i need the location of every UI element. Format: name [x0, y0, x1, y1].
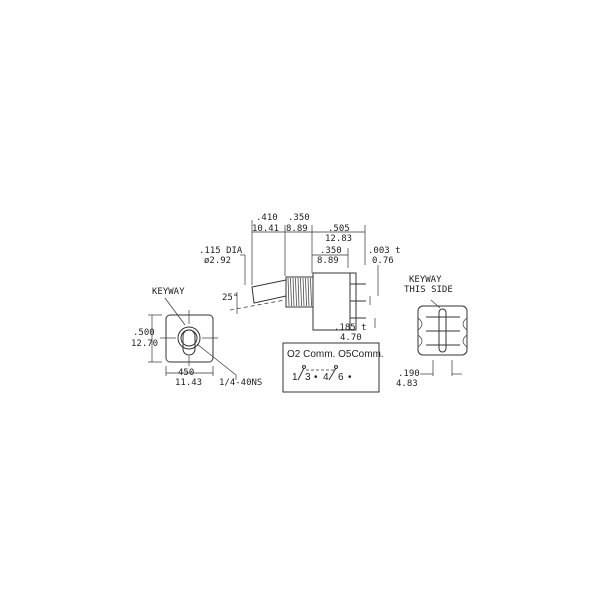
- toggle-lever: [182, 329, 196, 356]
- rear-body: [417, 305, 468, 356]
- height-mm: 12.70: [131, 339, 158, 349]
- schematic-header: O2 Comm. O5Comm.: [287, 349, 384, 360]
- keyway-label: KEYWAY: [409, 275, 442, 285]
- pitch-in: .190: [398, 369, 420, 379]
- terminal-dot: •: [314, 372, 318, 383]
- thread-line: [302, 277, 305, 307]
- overall-length-in: .505: [328, 224, 350, 234]
- thread-line: [295, 277, 297, 307]
- front-body: [165, 314, 214, 363]
- thread-lines: [287, 277, 312, 307]
- terminal-1: 1: [292, 372, 298, 383]
- thread-line: [290, 277, 292, 307]
- keyway-label: KEYWAY: [152, 287, 185, 297]
- thread-leader: [196, 343, 237, 376]
- thread-line: [287, 277, 290, 307]
- terminal-spacing-in: .185 t: [334, 323, 367, 333]
- thread-line: [297, 277, 300, 307]
- bushing-circle: [177, 326, 201, 350]
- terminal-3: 3: [305, 372, 311, 383]
- tip-diameter-in: .115 DIA: [199, 246, 243, 256]
- terminal-spacing-mm: 4.70: [340, 333, 362, 343]
- tip-diameter-mm: ø2.92: [204, 256, 231, 266]
- rear-notches: [417, 317, 468, 348]
- schematic-box: [282, 342, 380, 393]
- terminal-6: 6: [338, 372, 344, 383]
- thread-line: [300, 277, 302, 307]
- side-view: .410 10.41 .350 8.89 .505 12.83 .350 8.8…: [199, 213, 401, 343]
- terminal-thickness-in: .003 t: [368, 246, 401, 256]
- keyway-leader: [430, 299, 441, 309]
- thread-line: [292, 277, 295, 307]
- terminal-dot: •: [348, 372, 352, 383]
- switch-contact: [328, 367, 337, 381]
- lever-length-mm: 10.41: [252, 224, 279, 234]
- overall-length-mm: 12.83: [325, 234, 352, 244]
- front-view: KEYWAY .500 12.70 450 11.43 1/4-40NS: [131, 287, 262, 388]
- body-length-mm: 8.89: [317, 256, 339, 266]
- contact-pivot: [302, 365, 306, 369]
- this-side-label: THIS SIDE: [404, 285, 453, 295]
- side-lever: [251, 279, 287, 304]
- bushing-length-mm: 8.89: [286, 224, 308, 234]
- lever-length-in: .410: [256, 213, 278, 223]
- thread-line: [310, 277, 312, 307]
- lever-angle: 25°: [222, 293, 238, 303]
- keyway-bar: [438, 308, 447, 353]
- width-mm: 11.43: [175, 378, 202, 388]
- contact-pivot: [334, 365, 338, 369]
- rear-view: KEYWAY THIS SIDE .190 4.83: [396, 275, 468, 389]
- keyway-leader: [164, 297, 186, 326]
- lever-alt-position: [229, 299, 286, 311]
- thread-line: [305, 277, 307, 307]
- height-in: .500: [133, 328, 155, 338]
- circuit-schematic: O2 Comm. O5Comm. 1 3 • 4 6 •: [282, 342, 384, 393]
- thread-line: [307, 277, 310, 307]
- terminal-thickness-mm: 0.76: [372, 256, 394, 266]
- thread-spec: 1/4-40NS: [219, 378, 262, 388]
- bushing-length-in: .350: [288, 213, 310, 223]
- terminal-4: 4: [323, 372, 329, 383]
- width-in: 450: [178, 368, 194, 378]
- body-length-in: .350: [320, 246, 342, 256]
- pitch-mm: 4.83: [396, 379, 418, 389]
- switch-contact: [297, 367, 305, 381]
